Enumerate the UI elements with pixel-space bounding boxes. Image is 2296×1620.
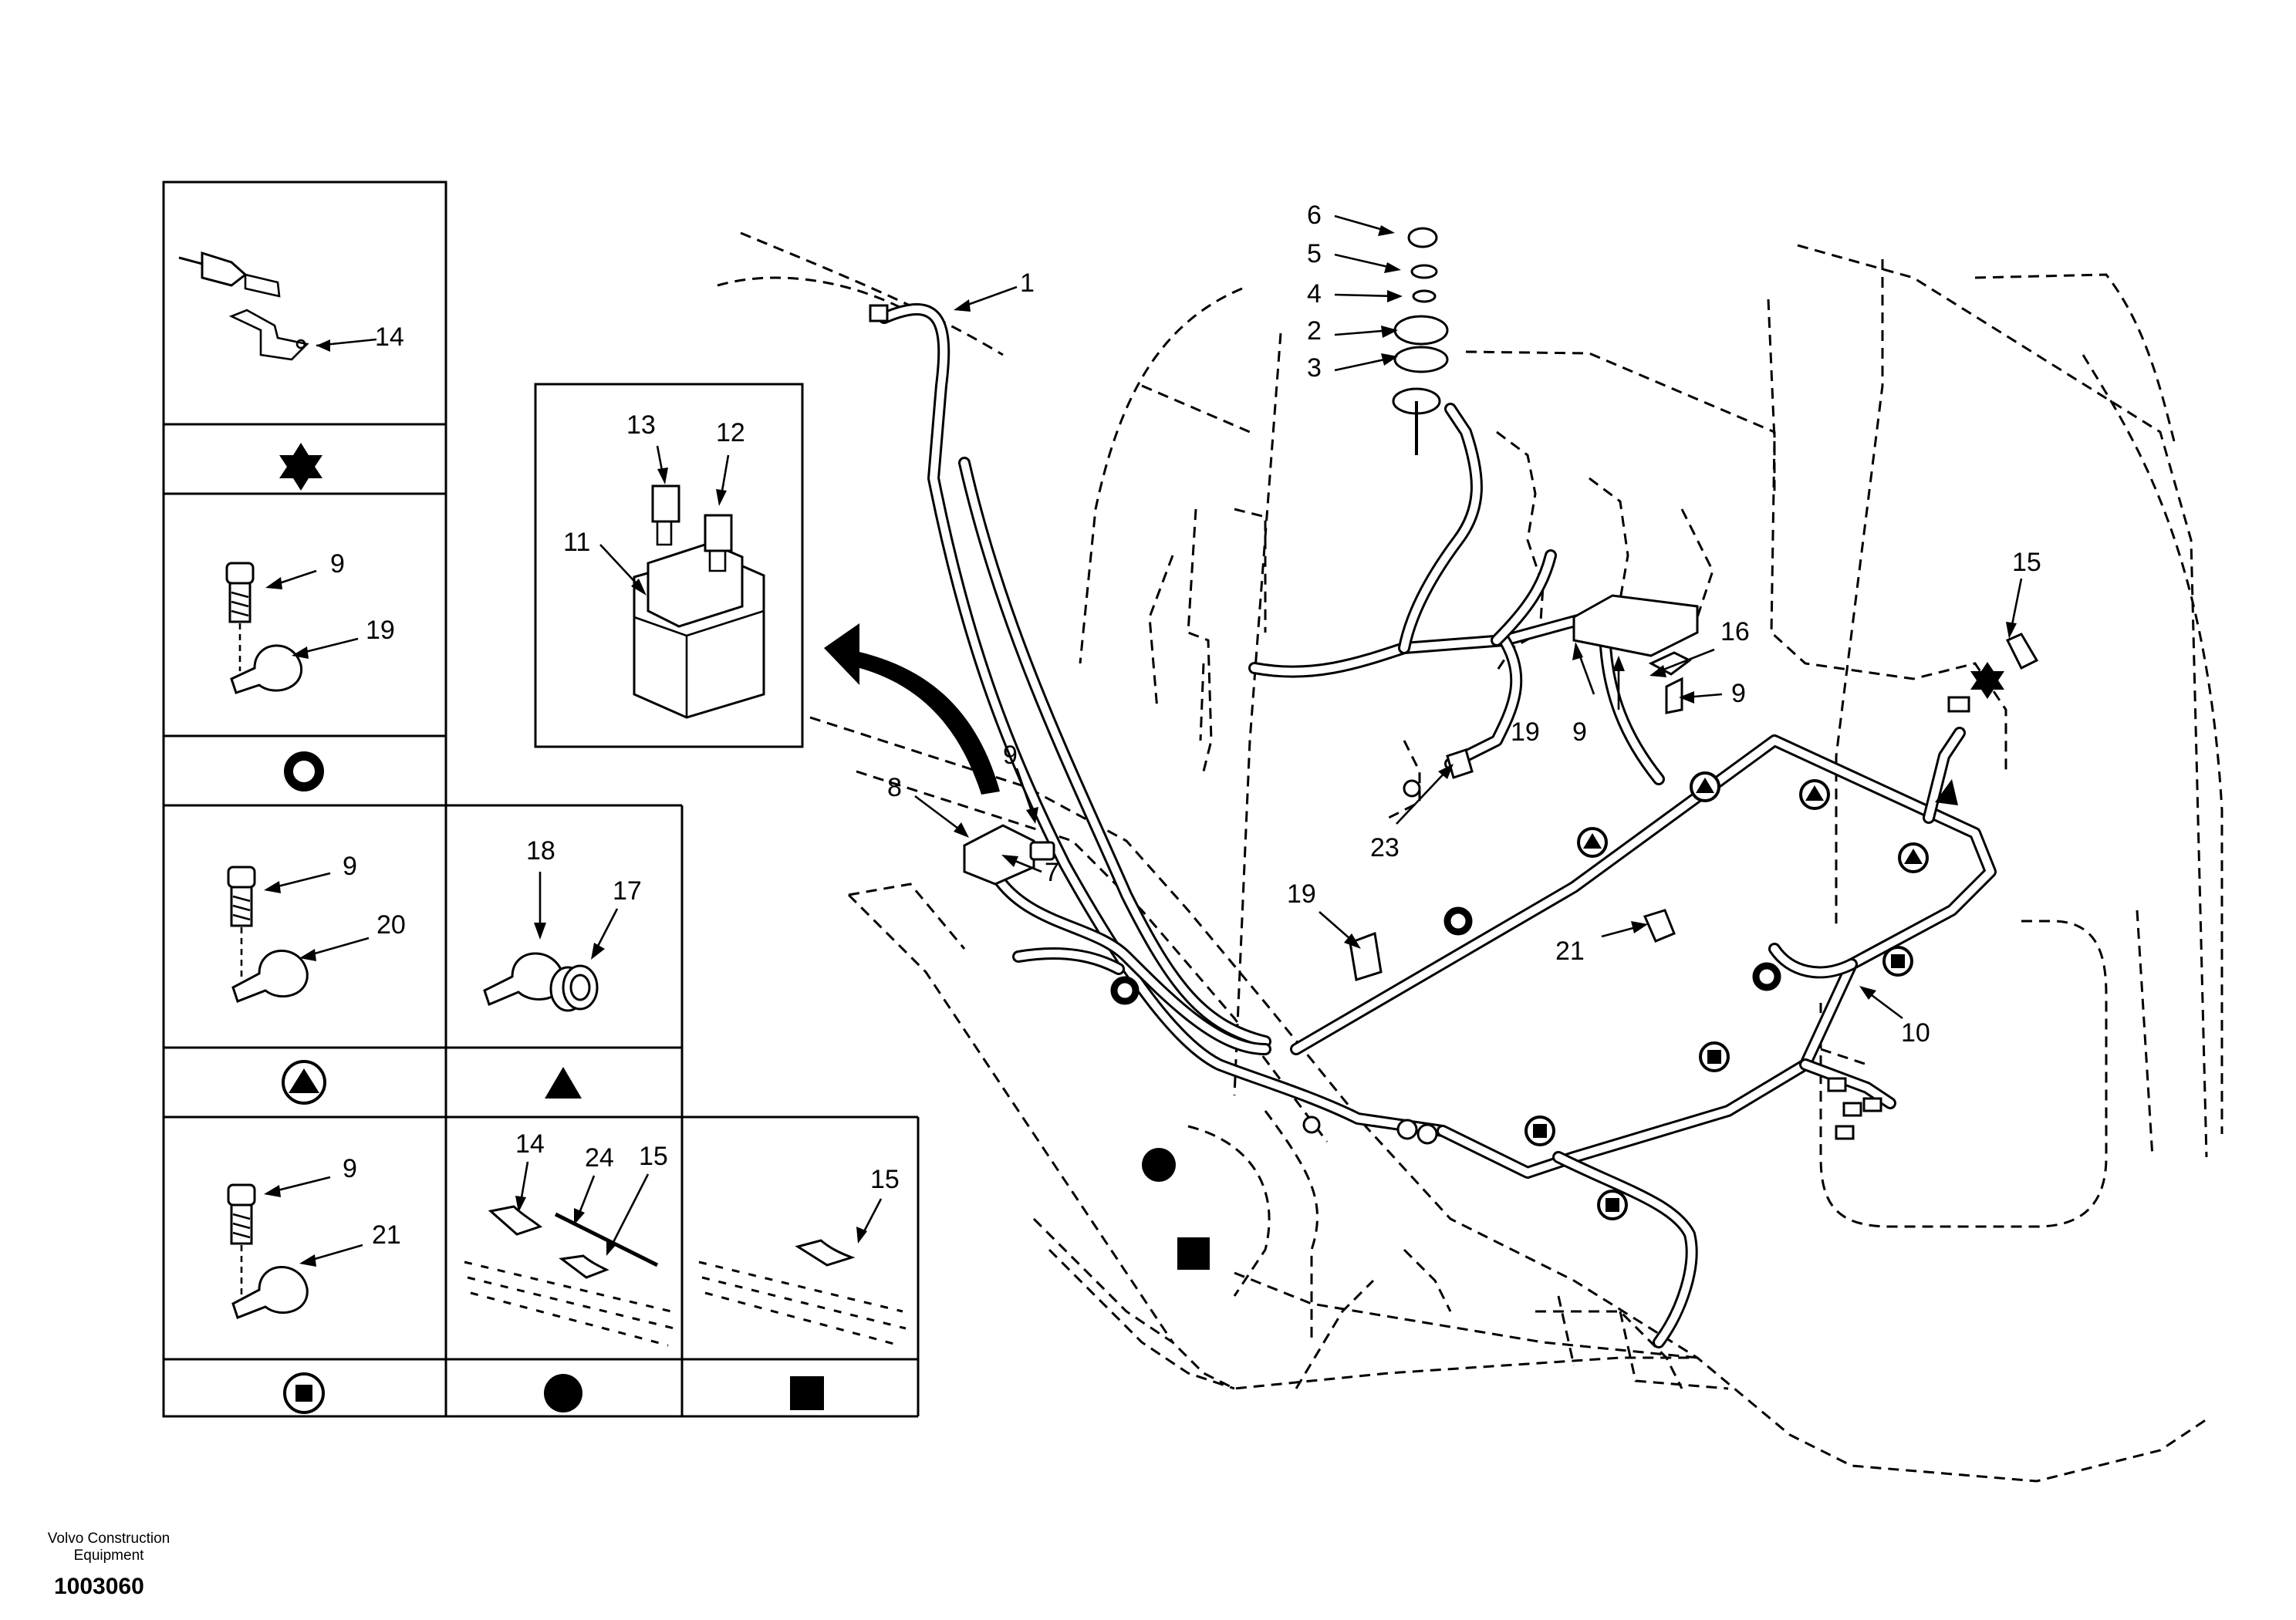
square-in-circle-symbol-icon [283, 1372, 325, 1414]
svg-text:24: 24 [585, 1143, 614, 1173]
svg-text:15: 15 [639, 1142, 668, 1171]
legend-panel-dot: 14 24 15 [464, 1129, 675, 1412]
svg-text:9: 9 [343, 1154, 357, 1183]
svg-text:12: 12 [716, 418, 745, 447]
callout-6: 6 [1307, 201, 1322, 230]
harness-parts [869, 227, 2039, 1145]
filled-square-marker-icon [1177, 1237, 1210, 1270]
legend-panel-square: 15 [698, 1165, 907, 1410]
triangle-circle-marker-icon [1690, 771, 1720, 802]
svg-text:18: 18 [526, 836, 555, 866]
relay-inset: 13 12 11 [534, 383, 804, 748]
square-circle-marker-icon [1699, 1041, 1730, 1072]
square-circle-marker-icon [1524, 1115, 1555, 1146]
filled-circle-marker-icon [1142, 1148, 1176, 1182]
callout-9-clip: 9 [1572, 717, 1587, 747]
triangle-circle-marker-icon [1898, 842, 1929, 873]
triangle-symbol-icon [545, 1067, 582, 1099]
svg-text:14: 14 [515, 1129, 545, 1159]
legend-panel-square-circle: 9 21 [227, 1154, 401, 1414]
callout-8: 8 [887, 773, 902, 802]
callout-leaders [914, 214, 2023, 1020]
callout-10: 10 [1901, 1018, 1930, 1048]
harness-symbols [1110, 662, 2004, 1270]
triangle-marker-icon [1935, 779, 1958, 805]
star-marker-icon [1970, 662, 2004, 699]
star-symbol-icon [279, 443, 322, 491]
callout-21: 21 [1555, 937, 1585, 966]
brand-caption: Volvo Construction Equipment [47, 1531, 171, 1564]
legend-panel-triangle: 18 17 [483, 836, 642, 1099]
ring-marker-icon [1110, 976, 1140, 1005]
svg-text:15: 15 [870, 1165, 900, 1194]
svg-text:11: 11 [563, 528, 590, 557]
callout-4: 4 [1307, 279, 1322, 309]
ring-marker-icon [1443, 906, 1473, 936]
ring-marker-icon [1752, 962, 1781, 991]
filled-square-symbol-icon [790, 1376, 824, 1410]
callout-19-bottom: 19 [1287, 879, 1316, 909]
callout-2: 2 [1307, 316, 1322, 346]
callout-19-top: 19 [1511, 717, 1540, 747]
triangle-circle-marker-icon [1577, 827, 1608, 858]
legend-panel-triangle-circle: 9 20 [227, 852, 406, 1105]
callout-9-relay: 9 [1003, 741, 1018, 770]
callout-23: 23 [1370, 833, 1400, 862]
triangle-in-circle-symbol-icon [282, 1060, 326, 1105]
callout-16: 16 [1720, 617, 1750, 646]
callout-7: 7 [1045, 858, 1059, 887]
svg-text:20: 20 [376, 910, 406, 940]
legend-panel-ring: 9 19 [225, 549, 395, 791]
filled-circle-symbol-icon [544, 1374, 582, 1412]
callout-5: 5 [1307, 239, 1322, 268]
inset-pointer-arrow [824, 623, 1000, 795]
triangle-circle-marker-icon [1799, 779, 1830, 810]
square-circle-marker-icon [1597, 1190, 1628, 1220]
svg-text:19: 19 [366, 616, 395, 645]
callout-9-box: 9 [1731, 679, 1746, 708]
callout-3: 3 [1307, 353, 1322, 383]
callout-1: 1 [1020, 268, 1035, 298]
legend-table [162, 181, 920, 1418]
legend-star-part-label: 14 [375, 322, 404, 352]
svg-text:17: 17 [613, 876, 642, 906]
svg-text:9: 9 [343, 852, 357, 881]
svg-text:13: 13 [626, 410, 656, 440]
drawing-id: 1003060 [54, 1574, 144, 1599]
svg-text:9: 9 [330, 549, 345, 579]
callout-15: 15 [2012, 548, 2041, 577]
wire-harness [878, 303, 1997, 1348]
callout-labels: 1 2 3 4 5 6 7 8 9 9 9 10 15 16 19 19 21 … [887, 201, 2041, 1048]
legend-panel-star: 14 [178, 251, 404, 491]
square-circle-marker-icon [1882, 946, 1913, 977]
ring-symbol-icon [284, 751, 324, 791]
svg-text:21: 21 [372, 1220, 401, 1250]
machine-body-outline [717, 231, 2223, 1483]
